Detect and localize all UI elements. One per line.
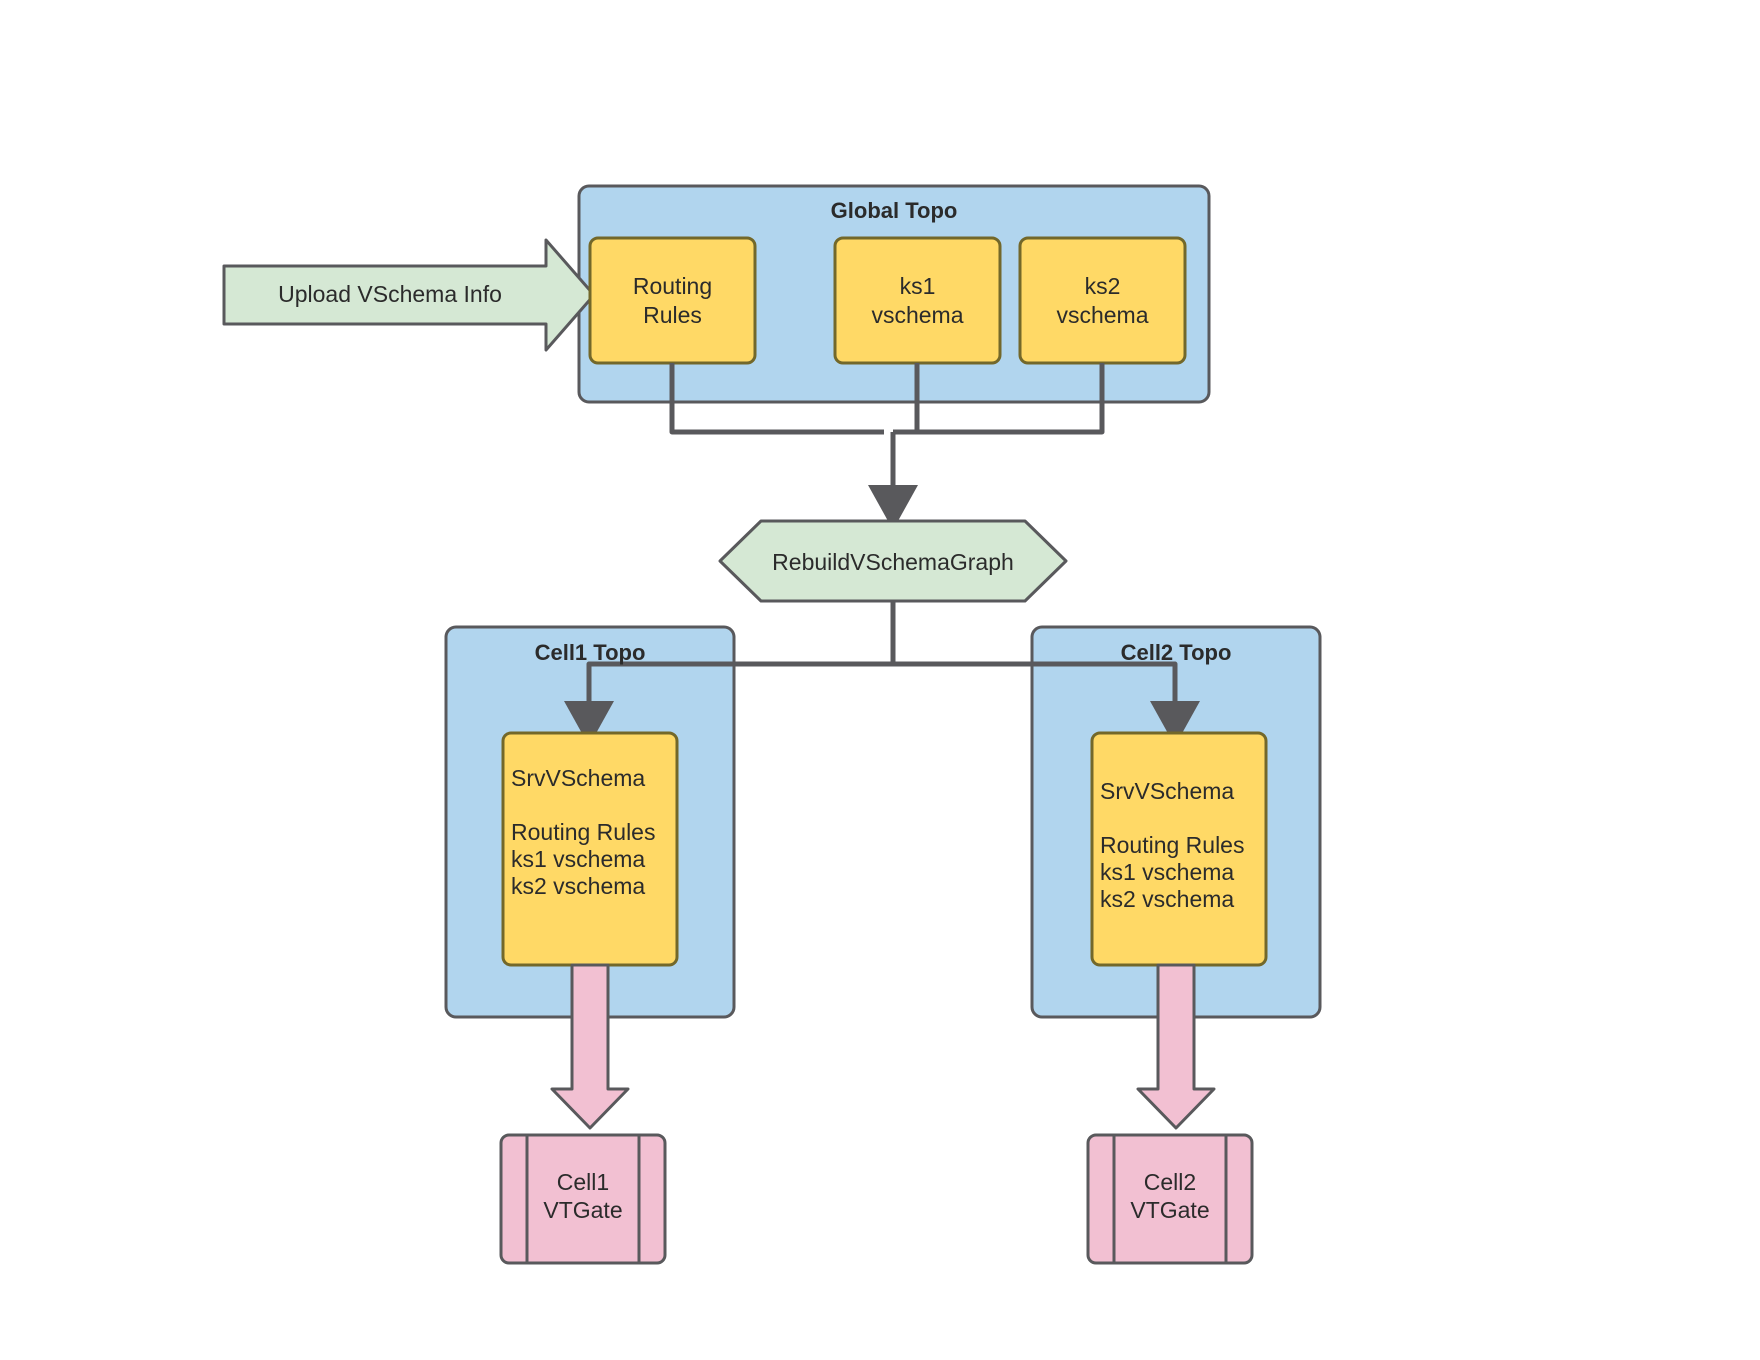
cell1-srvvschema-to-vtgate-arrow <box>550 963 630 1130</box>
upload-vschema-arrow-shape <box>222 238 596 352</box>
edge-ks2-to-rebuild <box>893 363 1105 435</box>
record-ks1-vschema-shape <box>833 236 1002 365</box>
edge-rebuild-to-cell1-srvvschema <box>564 601 896 747</box>
cell2-srvvschema-to-vtgate-arrow <box>1136 963 1216 1130</box>
record-routing-rules-shape <box>588 236 757 365</box>
cell1-vtgate-shape <box>499 1133 667 1265</box>
record-ks2-vschema-shape <box>1018 236 1187 365</box>
cell2-vtgate-shape <box>1086 1133 1254 1265</box>
cell1-srvvschema-shape <box>501 731 679 967</box>
edge-rebuild-to-cell2-srvvschema <box>893 661 1200 747</box>
rebuild-vschema-graph-shape <box>718 519 1068 603</box>
cell2-srvvschema-shape <box>1090 731 1268 967</box>
edge-routing-rules-to-rebuild <box>669 363 884 435</box>
